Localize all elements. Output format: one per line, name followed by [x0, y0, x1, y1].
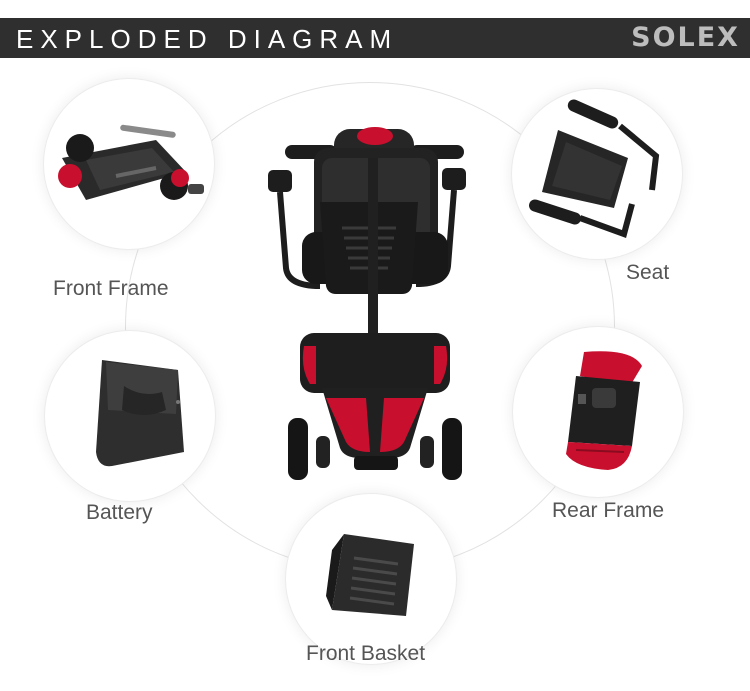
header-bar: EXPLODED DIAGRAM SOLEX [0, 18, 750, 58]
label-front-frame: Front Frame [53, 277, 169, 300]
label-front-basket: Front Basket [306, 642, 426, 665]
brand-logo: SOLEX [631, 22, 740, 53]
label-rear-frame: Rear Frame [552, 499, 665, 522]
seat-illustration [529, 99, 660, 238]
label-battery: Battery [86, 501, 153, 524]
label-seat: Seat [626, 261, 670, 284]
scooter-illustration [268, 127, 466, 480]
page-title: EXPLODED DIAGRAM [16, 24, 399, 54]
front-basket-illustration [326, 534, 414, 616]
front-frame-illustration [58, 124, 204, 200]
battery-illustration [96, 360, 184, 467]
rear-frame-illustration [566, 351, 642, 470]
